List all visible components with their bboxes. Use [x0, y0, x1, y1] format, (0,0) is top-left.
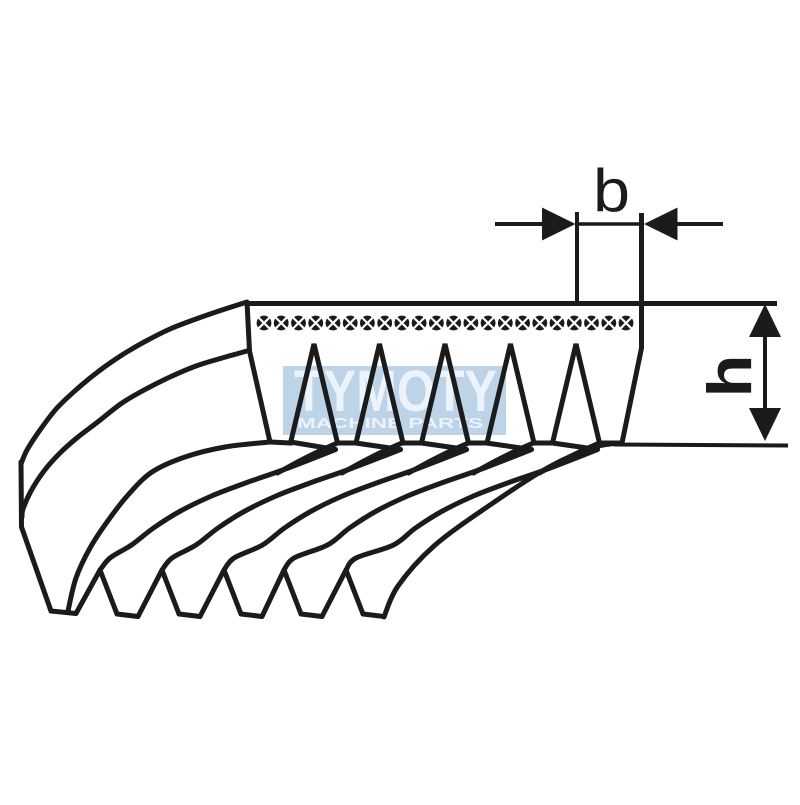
svg-text:b: b [593, 157, 630, 224]
svg-text:MACHINE PARTS: MACHINE PARTS [297, 415, 483, 432]
svg-text:h: h [696, 355, 765, 398]
